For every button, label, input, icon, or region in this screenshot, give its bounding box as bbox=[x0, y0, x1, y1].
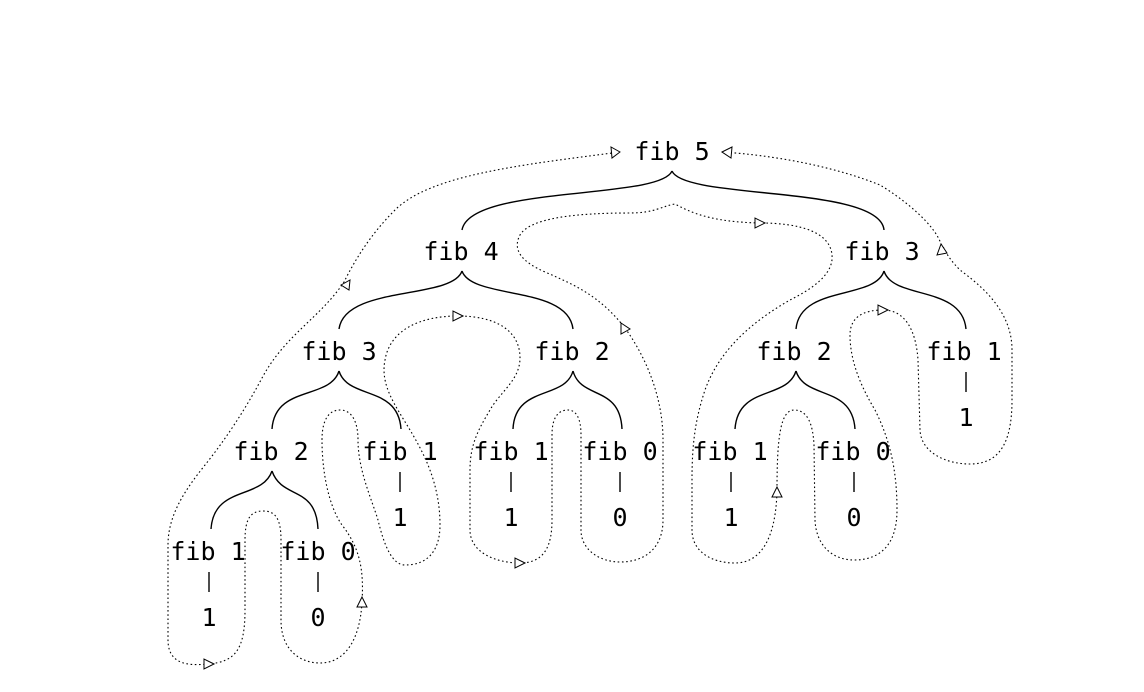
trace-arrow-5 bbox=[452, 310, 465, 322]
node-fib5-root: fib 5 bbox=[634, 137, 709, 166]
edge-fib5-fib4 bbox=[461, 170, 673, 231]
node-fib1-c: fib 1 bbox=[473, 437, 548, 466]
trace-path bbox=[167, 151, 1013, 666]
trace-arrow-1 bbox=[610, 146, 621, 159]
result-fib0-c: 0 bbox=[846, 503, 861, 532]
edge-fib3r-fib2 bbox=[795, 270, 885, 330]
node-fib2-mid: fib 2 bbox=[534, 337, 609, 366]
trace-arrow-8 bbox=[754, 217, 767, 229]
edge-fib4-fib2 bbox=[461, 270, 574, 330]
result-fib1-e: 1 bbox=[958, 403, 973, 432]
node-fib1-b: fib 1 bbox=[362, 437, 437, 466]
node-fib2-left: fib 2 bbox=[233, 437, 308, 466]
edge-fib2-fib1-bottom bbox=[210, 470, 273, 530]
node-fib0-c: fib 0 bbox=[815, 437, 890, 466]
node-fib1-d: fib 1 bbox=[692, 437, 767, 466]
edge-fib3-fib1 bbox=[338, 370, 402, 430]
result-fib0-b: 0 bbox=[612, 503, 627, 532]
trace-arrow-2 bbox=[340, 279, 351, 291]
evaluation-trace bbox=[167, 146, 1013, 670]
node-fib0-b: fib 0 bbox=[582, 437, 657, 466]
edge-fib2-fib0-bottom bbox=[271, 470, 319, 530]
node-fib3-right: fib 3 bbox=[844, 237, 919, 266]
edge-fib2-fib0-mid bbox=[572, 370, 623, 430]
result-fib1-d: 1 bbox=[723, 503, 738, 532]
tree-nodes: fib 5 fib 4 fib 3 fib 3 fib 2 fib 2 fib … bbox=[170, 137, 1001, 566]
node-fib0-a: fib 0 bbox=[280, 537, 355, 566]
node-fib3-left: fib 3 bbox=[301, 337, 376, 366]
trace-arrow-3 bbox=[203, 658, 216, 670]
tree-edges bbox=[208, 170, 967, 592]
node-fib1-far-right: fib 1 bbox=[926, 337, 1001, 366]
edge-fib2-fib1-mid bbox=[512, 370, 574, 430]
leaf-results: 1 0 1 1 0 1 0 1 bbox=[201, 403, 973, 632]
node-fib2-right: fib 2 bbox=[756, 337, 831, 366]
result-fib1-c: 1 bbox=[503, 503, 518, 532]
trace-arrow-4 bbox=[356, 595, 368, 608]
trace-arrow-9 bbox=[771, 485, 783, 498]
edge-fib2r-fib1 bbox=[734, 370, 797, 430]
trace-arrow-10 bbox=[877, 304, 890, 316]
node-fib1-a: fib 1 bbox=[170, 537, 245, 566]
edge-fib3r-fib1 bbox=[883, 270, 967, 330]
result-fib1-b: 1 bbox=[392, 503, 407, 532]
edge-fib3-fib2 bbox=[271, 370, 340, 430]
result-fib1-a: 1 bbox=[201, 603, 216, 632]
trace-arrow-12 bbox=[721, 146, 733, 159]
edge-fib4-fib3 bbox=[338, 270, 463, 330]
node-fib4: fib 4 bbox=[423, 237, 498, 266]
result-fib0-a: 0 bbox=[310, 603, 325, 632]
trace-arrow-6 bbox=[514, 557, 527, 569]
edge-fib5-fib3 bbox=[671, 170, 885, 231]
edge-fib2r-fib0 bbox=[795, 370, 856, 430]
trace-arrow-11 bbox=[936, 242, 948, 256]
trace-arrow-7 bbox=[620, 322, 631, 335]
